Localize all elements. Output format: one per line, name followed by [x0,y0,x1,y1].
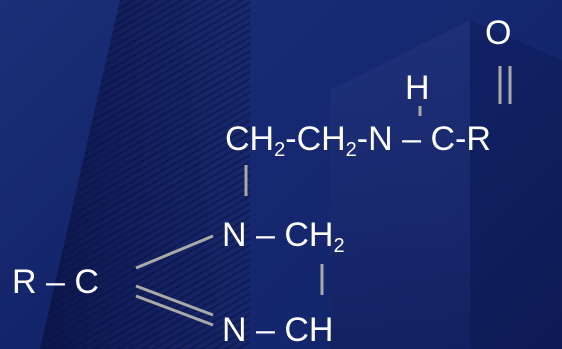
imine-n-top-sub: 2 [333,235,345,257]
r-c-group: R – C [12,263,99,301]
imine-n-bottom-group: N – CH [222,311,334,349]
imine-n-top-group: N – CH2 [222,216,345,256]
chain-ch2-a: CH [225,120,275,158]
hydrogen-atom: H [405,69,430,107]
imine-n-top: N – CH [222,216,334,254]
chain-dash-a: - [285,120,297,158]
chain-ch2-b: CH [296,120,346,158]
amide-chain: CH2-CH2-N – C-R [225,120,491,160]
chain-sub-b: 2 [345,139,357,161]
oxygen-atom: O [485,14,512,52]
chain-sub-a: 2 [274,139,286,161]
chain-rest: -N – C-R [356,120,491,158]
